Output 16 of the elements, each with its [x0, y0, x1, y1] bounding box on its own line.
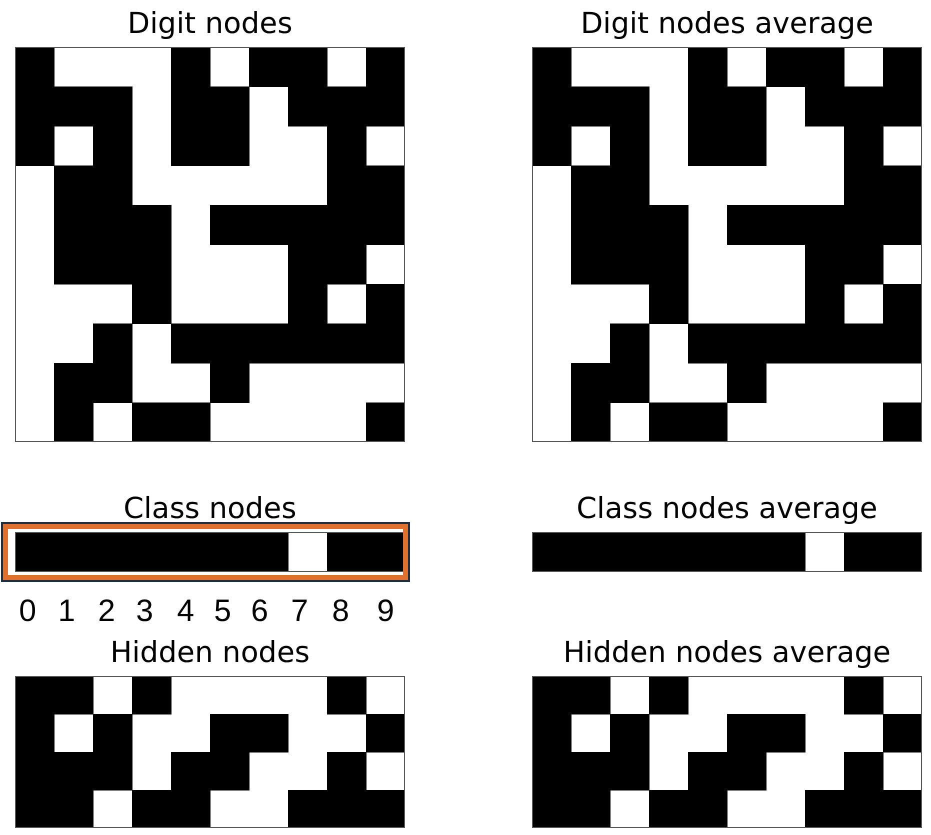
- panel-title: Digit nodes average: [580, 7, 874, 39]
- class-index-label: 2: [98, 594, 116, 628]
- class-index-label: 0: [19, 594, 36, 628]
- class-index-label: 9: [377, 594, 394, 628]
- class-index-label: 7: [291, 594, 308, 628]
- class-index-label: 1: [58, 594, 76, 628]
- panel-title: Digit nodes: [128, 7, 292, 39]
- class-index-label: 3: [136, 594, 154, 628]
- panel-title: Hidden nodes average: [563, 636, 891, 668]
- class-index-label: 6: [251, 594, 268, 628]
- panel-title: Class nodes average: [576, 492, 878, 524]
- panel-title: Class nodes: [124, 492, 296, 524]
- class-index-label: 4: [177, 594, 194, 628]
- class-index-label: 5: [214, 594, 232, 628]
- panel-title: Hidden nodes: [110, 636, 310, 668]
- class-index-label: 8: [332, 594, 350, 628]
